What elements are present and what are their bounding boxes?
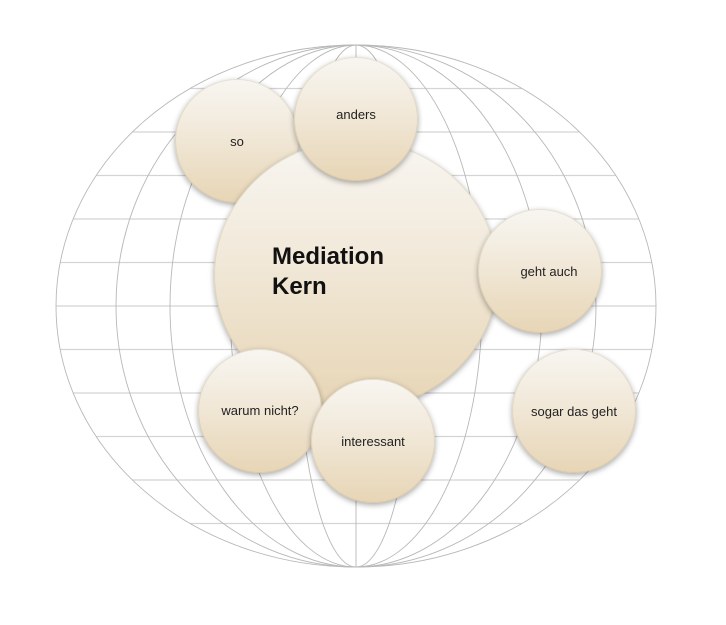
center-label-line1: Mediation [272, 243, 384, 270]
bubble-label: sogar das geht [530, 403, 617, 419]
center-label: Mediation Kern [272, 242, 384, 302]
bubble-label: anders [336, 106, 376, 122]
center-label-line2: Kern [272, 273, 327, 300]
bubble-label: warum nicht? [221, 402, 299, 418]
bubble-label: so [230, 133, 244, 149]
bubble-warum-nicht[interactable]: warum nicht? [198, 349, 322, 473]
bubble-label: geht auch [520, 263, 578, 279]
bubble-sogar-das-geht[interactable]: sogar das geht [512, 349, 636, 473]
bubble-anders[interactable]: anders [294, 57, 418, 181]
bubble-geht-auch[interactable]: geht auch [478, 209, 602, 333]
bubble-interessant[interactable]: interessant [311, 379, 435, 503]
bubble-label: interessant [341, 433, 405, 449]
